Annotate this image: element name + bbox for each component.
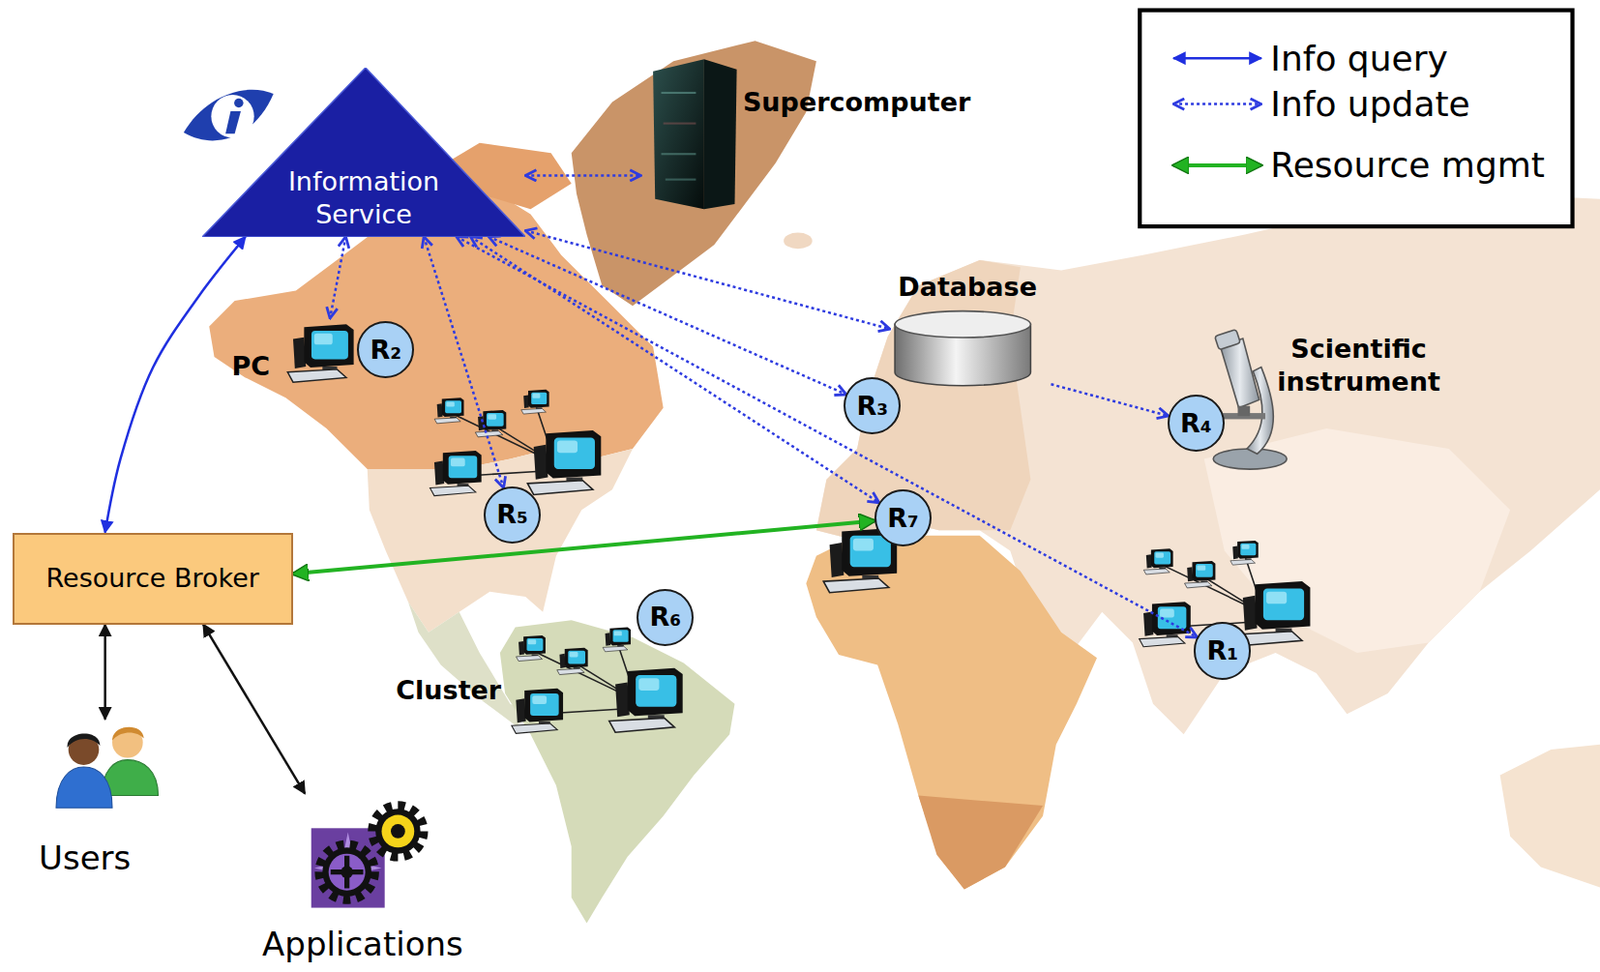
legend-row: Resource mgmt bbox=[1270, 144, 1545, 186]
info-eye-logo bbox=[183, 89, 274, 142]
applications-icon bbox=[311, 805, 424, 908]
actor-label: Users bbox=[38, 838, 131, 879]
resource-label: R₇ bbox=[887, 503, 919, 534]
resource-name: Scientific instrument bbox=[1271, 332, 1446, 399]
resource-label: R₄ bbox=[1180, 408, 1213, 440]
resource-label: R₅ bbox=[496, 499, 529, 531]
legend-row: Info update bbox=[1270, 83, 1470, 125]
info-update-arrow bbox=[329, 237, 346, 319]
info-update-arrow bbox=[525, 230, 890, 329]
legend-info-query-arrow bbox=[1173, 57, 1262, 60]
supercomputer-node: Supercomputer bbox=[640, 51, 990, 215]
pc-icon bbox=[287, 324, 354, 383]
legend-samples bbox=[1173, 58, 1262, 166]
resource-label: R₁ bbox=[1206, 635, 1239, 667]
connectors bbox=[105, 175, 1198, 794]
info-update-arrow bbox=[456, 237, 1198, 638]
resource-name: Cluster bbox=[395, 675, 502, 707]
info-update-arrow bbox=[423, 237, 504, 489]
resource-name: PC bbox=[231, 351, 270, 383]
actor-label: Applications bbox=[262, 924, 464, 965]
plain-arrow bbox=[103, 624, 107, 720]
southern-africa bbox=[918, 796, 1043, 890]
australia bbox=[1500, 744, 1600, 889]
instrument-node: Scientific instrument bbox=[1207, 332, 1452, 472]
supercomputer-icon bbox=[652, 59, 737, 209]
legend-resource-mgmt-arrow bbox=[1173, 163, 1262, 168]
iceland bbox=[783, 232, 813, 249]
legend-row: Info query bbox=[1270, 37, 1449, 80]
resource-label: R₆ bbox=[649, 601, 682, 633]
info-update-arrow bbox=[1050, 384, 1168, 416]
information-service-triangle: Information Service bbox=[202, 67, 526, 238]
triangle-shape bbox=[202, 67, 526, 238]
resource-label: R₃ bbox=[857, 390, 889, 422]
resource-circle: R₂ bbox=[356, 321, 415, 379]
legend-frame bbox=[1139, 10, 1572, 228]
resource-broker-box: Resource Broker bbox=[12, 533, 294, 625]
resource-mgmt-arrow bbox=[293, 521, 875, 575]
legend-label: Resource mgmt bbox=[1270, 144, 1545, 186]
resource-name: Database bbox=[897, 271, 1038, 303]
database-node: Database bbox=[889, 267, 1052, 388]
resource-circle: R₇ bbox=[874, 489, 932, 547]
pc-node: PC bbox=[229, 318, 357, 396]
resource-circle: R₁ bbox=[1193, 622, 1251, 680]
legend-label: Info update bbox=[1270, 83, 1470, 125]
info-update-arrow bbox=[488, 237, 847, 395]
cluster-node: Cluster bbox=[392, 624, 694, 753]
greenland bbox=[571, 40, 817, 306]
database-cylinder bbox=[894, 311, 1031, 386]
service-label: Information Service bbox=[266, 165, 461, 232]
resource-circle: R₆ bbox=[636, 589, 694, 647]
broker-label: Resource Broker bbox=[46, 562, 260, 594]
users-node: Users bbox=[35, 719, 164, 883]
resource-circle: R₃ bbox=[843, 377, 901, 435]
applications-node: Applications bbox=[257, 794, 482, 969]
resource-label: R₂ bbox=[369, 334, 402, 366]
users-icon bbox=[56, 727, 158, 808]
resource-name: Supercomputer bbox=[742, 87, 971, 119]
info-update-arrow bbox=[525, 174, 641, 178]
plain-arrow bbox=[203, 624, 305, 795]
resource-circle: R₅ bbox=[483, 486, 541, 544]
south-america bbox=[500, 620, 736, 923]
info-update-arrow bbox=[470, 237, 879, 504]
info-query-arrow bbox=[105, 237, 246, 534]
legend-label: Info query bbox=[1270, 37, 1449, 80]
microscope-icon bbox=[1213, 329, 1287, 471]
cluster-icon bbox=[430, 389, 602, 497]
legend-info-update-arrow bbox=[1173, 102, 1262, 106]
resource-circle: R₄ bbox=[1167, 394, 1225, 452]
